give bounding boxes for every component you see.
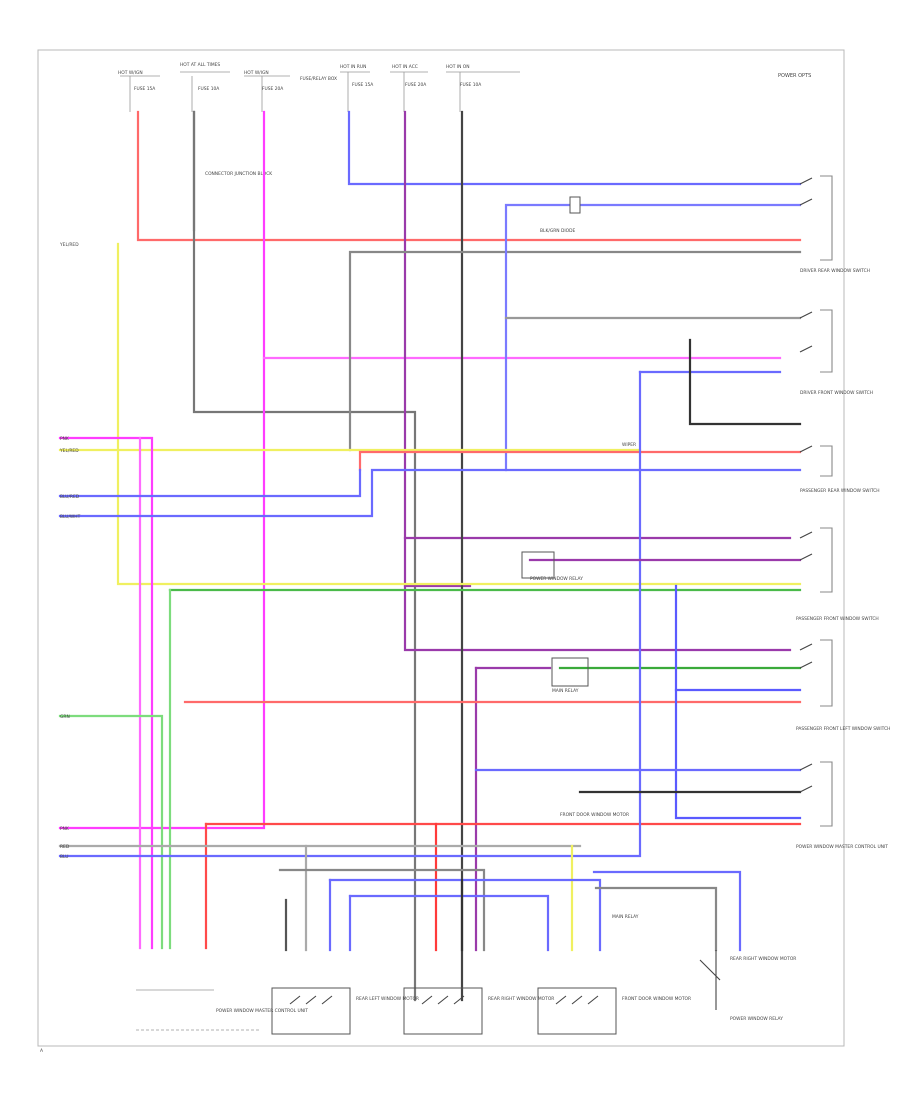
label-fuse-diode: BLK/GRN DIODE — [540, 228, 575, 234]
wire-red-top — [136, 110, 802, 242]
left-label-3: YEL/RED — [59, 448, 79, 454]
fuse-name-1: FUSE 15A — [134, 86, 155, 92]
fuse-name-3: FUSE 20A — [262, 86, 283, 92]
diagram-frame — [37, 49, 845, 1047]
label-power-window-relay: POWER WINDOW RELAY — [530, 576, 583, 582]
label-main-relay: MAIN RELAY — [552, 688, 579, 694]
switch-label-3: FRONT DOOR WINDOW MOTOR — [622, 996, 691, 1002]
wire-network — [58, 110, 802, 1002]
window-switch-2 — [403, 987, 483, 1035]
wire-blue-right — [674, 584, 802, 820]
left-label-9: BLU — [60, 854, 68, 860]
wire-yellow — [116, 242, 802, 586]
top-fuse-labels: HOT W/IGN HOT AT ALL TIMES HOT W/IGN HOT… — [118, 62, 811, 177]
diode-block — [569, 196, 581, 214]
left-label-7: PNK — [60, 826, 69, 832]
label-rear-passenger: PASSENGER REAR WINDOW SWITCH — [800, 488, 880, 494]
label-passenger-right: PASSENGER FRONT LEFT WINDOW SWITCH — [796, 726, 890, 732]
label-driver-rear: DRIVER REAR WINDOW SWITCH — [800, 268, 870, 274]
wire-blue-switch — [504, 203, 802, 472]
fuse-head-2: HOT AT ALL TIMES — [180, 62, 220, 68]
wire-pink-left — [58, 436, 154, 950]
fuse-name-6: FUSE 10A — [460, 82, 481, 88]
left-label-1: YEL/RED — [59, 242, 79, 248]
fuse-head-1: HOT W/IGN — [118, 70, 143, 76]
fuse-head-6: HOT IN ON — [446, 64, 470, 70]
window-switch-1 — [271, 987, 351, 1035]
left-wire-labels: YEL/RED PNK YEL/RED BLU/RED BLU/WHT GRN … — [59, 242, 81, 860]
junction-label: CONNECTOR JUNCTION BLOCK — [205, 171, 272, 177]
label-passenger-left: PASSENGER FRONT WINDOW SWITCH — [796, 616, 879, 622]
fuse-head-5: HOT IN ACC — [392, 64, 418, 70]
left-label-4: BLU/RED — [60, 494, 80, 500]
left-label-6: GRN — [60, 714, 70, 720]
window-switch-3 — [537, 987, 617, 1035]
relay-sub-label: MAIN RELAY — [612, 914, 639, 920]
label-master-control: POWER WINDOW MASTER CONTROL UNIT — [796, 844, 888, 850]
wire-purple-main — [403, 110, 792, 652]
right-components — [799, 175, 833, 827]
fuse-block-label: FUSE/RELAY BOX — [300, 76, 337, 82]
wire-gray-1 — [192, 110, 417, 1002]
motor-label: REAR RIGHT WINDOW MOTOR — [730, 956, 796, 962]
fuse-head-4: HOT IN RUN — [340, 64, 366, 70]
left-label-8: RED — [60, 844, 70, 850]
left-label-5: BLU/WHT — [60, 514, 81, 520]
label-driver-front: DRIVER FRONT WINDOW SWITCH — [800, 390, 873, 396]
fuse-name-2: FUSE 10A — [198, 86, 219, 92]
fuse-header-strokes — [120, 71, 520, 112]
relay-box — [551, 657, 589, 687]
switch-label-1: REAR LEFT WINDOW MOTOR — [356, 996, 419, 1002]
motor-sub-label: POWER WINDOW RELAY — [730, 1016, 783, 1022]
window-switch-row: REAR LEFT WINDOW MOTOR REAR RIGHT WINDOW… — [271, 987, 691, 1035]
relay-box-2 — [521, 551, 555, 579]
fuse-name-4: FUSE 15A — [352, 82, 373, 88]
connector-label: POWER WINDOW MASTER CONTROL UNIT — [216, 1008, 308, 1014]
fuse-head-3: HOT W/IGN — [244, 70, 269, 76]
wire-blue-top — [347, 110, 802, 186]
wire-blue-trunk — [58, 370, 642, 858]
bottom-right-motor: REAR RIGHT WINDOW MOTOR POWER WINDOW REL… — [612, 914, 796, 1022]
switch-label-2: REAR RIGHT WINDOW MOTOR — [488, 996, 554, 1002]
corner-note: POWER OPTS — [778, 73, 811, 79]
right-labels: DRIVER REAR WINDOW SWITCH DRIVER FRONT W… — [530, 228, 890, 850]
page-tag: A — [40, 1048, 43, 1054]
wire-pink-main — [58, 110, 266, 830]
fuse-name-5: FUSE 20A — [405, 82, 426, 88]
left-connector-block: POWER WINDOW MASTER CONTROL UNIT — [136, 989, 308, 1031]
label-wiper: WIPER — [622, 442, 636, 448]
label-front-door: FRONT DOOR WINDOW MOTOR — [560, 812, 629, 818]
left-label-2: PNK — [60, 436, 69, 442]
